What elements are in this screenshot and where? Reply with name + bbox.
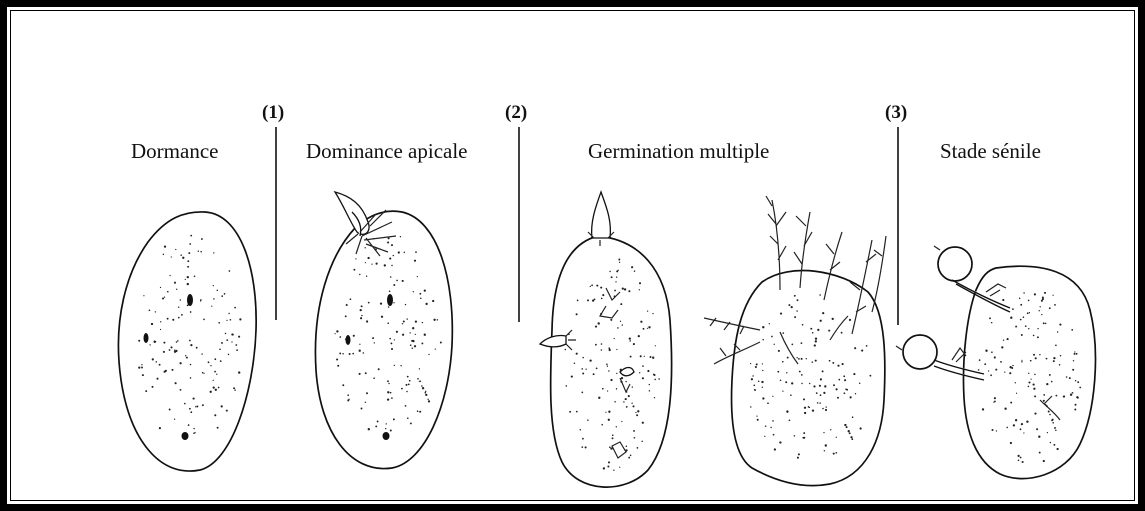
label-stade-senile: Stade sénile	[940, 139, 1041, 163]
transition-number-3: (3)	[885, 102, 907, 123]
transition-number-1: (1)	[262, 102, 284, 123]
label-dominance-apicale: Dominance apicale	[306, 139, 468, 163]
tuber-germination-multiple-right	[704, 196, 886, 486]
tuber-stade-senile	[896, 246, 1095, 479]
tuber-germination-multiple-left	[540, 192, 672, 487]
tuber-dormance	[118, 212, 256, 471]
transition-number-2: (2)	[505, 102, 527, 123]
label-germination-multiple: Germination multiple	[588, 139, 769, 163]
tuber-dominance-apicale	[315, 192, 452, 469]
label-dormance: Dormance	[131, 139, 218, 163]
